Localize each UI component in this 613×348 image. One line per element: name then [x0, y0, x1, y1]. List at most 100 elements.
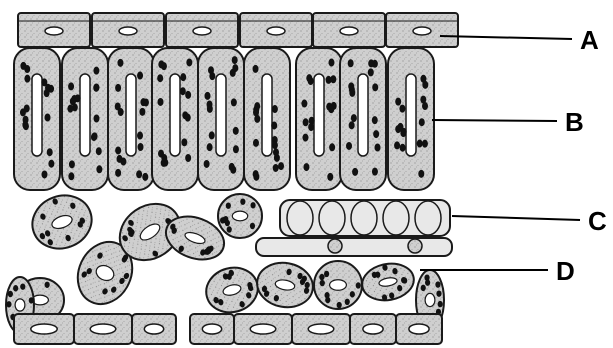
chloroplast	[120, 158, 126, 166]
chloroplast	[273, 164, 279, 172]
chloroplast	[372, 168, 378, 176]
chloroplast	[41, 78, 47, 86]
chloroplast	[137, 132, 143, 140]
chloroplast	[253, 173, 259, 181]
chloroplast	[400, 144, 406, 152]
chloroplast	[425, 279, 430, 285]
chloroplast	[351, 114, 357, 122]
chloroplast	[69, 160, 75, 168]
chloroplast	[418, 170, 424, 178]
chloroplast	[180, 87, 186, 95]
nucleus	[144, 324, 163, 334]
chloroplast	[137, 72, 143, 80]
upper-epidermis	[18, 13, 458, 47]
chloroplast	[45, 282, 50, 288]
chloroplast	[118, 108, 124, 116]
vacuole	[216, 74, 226, 156]
chloroplast	[29, 297, 34, 303]
chloroplast	[324, 271, 329, 277]
nucleus	[308, 324, 334, 334]
vacuole	[232, 211, 247, 221]
chloroplast	[348, 82, 354, 90]
companion-cell	[408, 239, 422, 253]
chloroplast	[185, 154, 191, 162]
chloroplast	[115, 84, 121, 92]
chloroplast	[302, 134, 308, 142]
chloroplast	[8, 291, 13, 297]
chloroplast	[93, 84, 99, 92]
chloroplast	[348, 59, 354, 67]
chloroplast	[44, 89, 50, 97]
xylem-vessel	[280, 200, 450, 236]
chloroplast	[278, 162, 284, 170]
spongy-cell	[25, 187, 99, 256]
chloroplast	[208, 66, 214, 74]
chloroplast	[232, 64, 238, 72]
vacuole	[80, 74, 90, 156]
chloroplast	[157, 74, 163, 82]
chloroplast	[327, 173, 333, 181]
chloroplast	[92, 132, 98, 140]
chloroplast	[253, 108, 259, 116]
chloroplast	[220, 217, 225, 223]
chloroplast	[349, 121, 355, 129]
chloroplast	[41, 170, 47, 178]
chloroplast	[438, 301, 443, 307]
chloroplast	[356, 282, 361, 288]
vacuole	[15, 299, 25, 311]
nucleus	[119, 27, 137, 35]
nucleus	[340, 27, 358, 35]
chloroplast	[324, 292, 329, 298]
nucleus	[90, 324, 116, 334]
chloroplast	[67, 105, 73, 113]
chloroplast	[68, 172, 74, 180]
chloroplast	[328, 59, 334, 67]
spongy-cell	[314, 261, 362, 309]
chloroplast	[93, 115, 99, 123]
vacuole	[425, 293, 435, 306]
spongy-cell	[201, 262, 263, 318]
chloroplast	[225, 220, 230, 226]
chloroplast	[93, 67, 99, 75]
chloroplast	[96, 147, 102, 155]
spongy-cell	[218, 194, 262, 238]
chloroplast	[394, 141, 400, 149]
lower-epidermis	[14, 314, 442, 344]
chloroplast	[117, 59, 123, 67]
chloroplast	[232, 56, 238, 64]
chloroplast	[399, 105, 405, 113]
chloroplast	[226, 202, 231, 208]
chloroplast	[419, 118, 425, 126]
chloroplast	[233, 127, 239, 135]
chloroplast	[75, 94, 81, 102]
chloroplast	[207, 143, 213, 151]
chloroplast	[48, 160, 54, 168]
spongy-cell	[254, 258, 317, 311]
chloroplast	[229, 163, 235, 171]
nucleus	[45, 27, 63, 35]
nucleus	[202, 324, 221, 334]
chloroplast	[349, 89, 355, 97]
chloroplast	[320, 280, 325, 286]
nucleus	[31, 324, 57, 334]
chloroplast	[20, 108, 26, 116]
chloroplast	[143, 98, 149, 106]
chloroplast	[233, 145, 239, 153]
chloroplast	[337, 302, 342, 308]
chloroplast	[368, 59, 374, 67]
vacuole	[330, 280, 347, 291]
vacuole	[262, 74, 272, 156]
chloroplast	[161, 62, 167, 70]
vacuole	[358, 74, 368, 156]
chloroplast	[436, 290, 441, 296]
chloroplast	[204, 160, 210, 168]
chloroplast	[330, 75, 336, 83]
nucleus	[193, 27, 211, 35]
chloroplast	[138, 143, 144, 151]
chloroplast	[96, 165, 102, 173]
palisade-layer	[14, 48, 434, 190]
nucleus	[363, 324, 383, 334]
chloroplast	[345, 299, 350, 305]
chloroplast	[395, 98, 401, 106]
